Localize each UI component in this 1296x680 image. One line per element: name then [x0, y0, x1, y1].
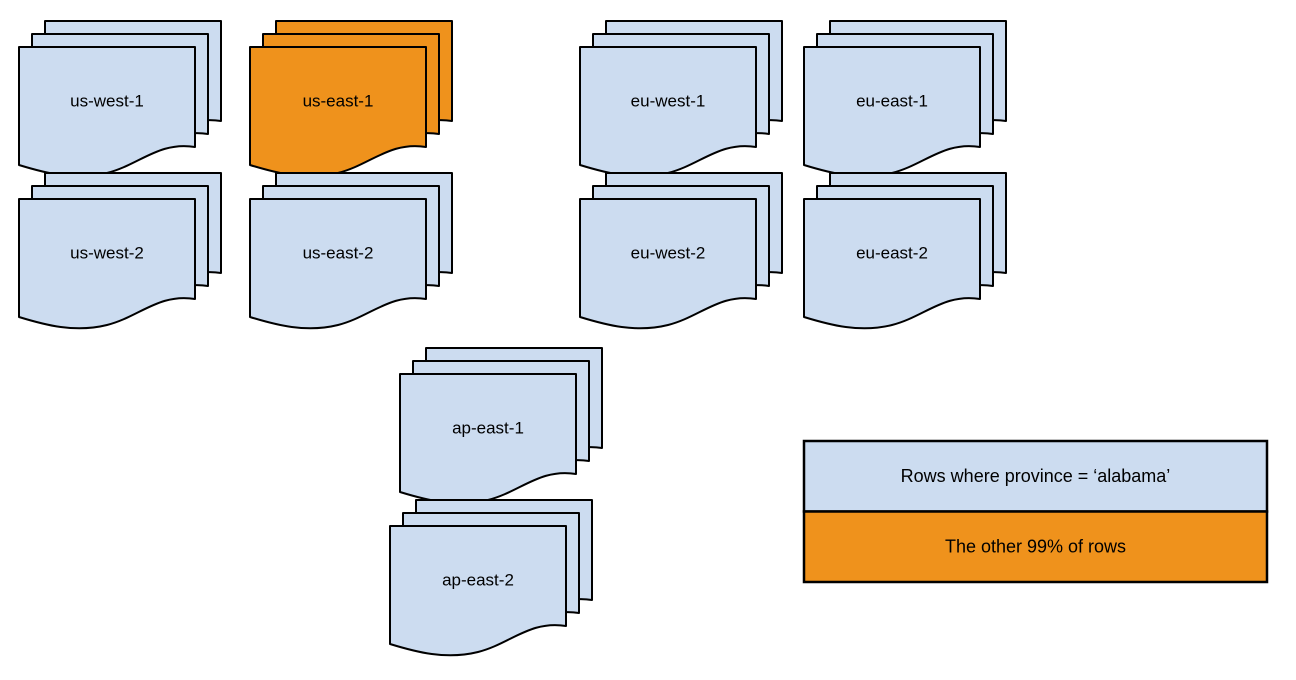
stack-label-ap-east-1: ap-east-1 — [452, 418, 524, 437]
document-page-front-us-east-1 — [249, 46, 427, 178]
legend-swatch-orange — [802, 510, 1269, 584]
document-page-front-us-west-1 — [18, 46, 196, 178]
document-stack-us-west-2[interactable]: us-west-2 — [18, 172, 222, 330]
document-page-front-ap-east-2 — [389, 525, 567, 657]
document-page-front-eu-west-1 — [579, 46, 757, 178]
document-page-front-eu-east-1 — [803, 46, 981, 178]
legend-row-orange-label: The other 99% of rows — [945, 537, 1126, 557]
stack-label-ap-east-2: ap-east-2 — [442, 570, 514, 589]
stack-label-eu-east-1: eu-east-1 — [856, 91, 928, 110]
document-page-front-eu-west-2 — [579, 198, 757, 330]
document-page-front-ap-east-1 — [399, 373, 577, 505]
document-stack-eu-west-2[interactable]: eu-west-2 — [579, 172, 783, 330]
stack-label-us-west-1: us-west-1 — [70, 91, 144, 110]
document-stack-eu-east-1[interactable]: eu-east-1 — [803, 20, 1007, 178]
region-stacks-group: us-west-1 us-east-1 eu-west-1 eu-east-1 us-w… — [18, 20, 1007, 657]
document-stack-us-west-1[interactable]: us-west-1 — [18, 20, 222, 178]
document-stack-ap-east-1[interactable]: ap-east-1 — [399, 347, 603, 505]
legend-group: Rows where province = ‘alabama’ The other… — [802, 439, 1269, 584]
document-stack-eu-east-2[interactable]: eu-east-2 — [803, 172, 1007, 330]
stack-label-us-east-2: us-east-2 — [303, 243, 374, 262]
document-page-front-eu-east-2 — [803, 198, 981, 330]
document-stack-ap-east-2[interactable]: ap-east-2 — [389, 499, 593, 657]
document-stack-us-east-2[interactable]: us-east-2 — [249, 172, 453, 330]
document-stack-eu-west-1[interactable]: eu-west-1 — [579, 20, 783, 178]
stack-label-us-west-2: us-west-2 — [70, 243, 144, 262]
stack-label-eu-east-2: eu-east-2 — [856, 243, 928, 262]
document-page-front-us-east-2 — [249, 198, 427, 330]
document-page-front-us-west-2 — [18, 198, 196, 330]
legend-row-blue-label: Rows where province = ‘alabama’ — [901, 466, 1171, 486]
legend-swatch-blue — [802, 439, 1269, 513]
document-stack-us-east-1[interactable]: us-east-1 — [249, 20, 453, 178]
stack-label-eu-west-1: eu-west-1 — [631, 91, 706, 110]
stack-label-us-east-1: us-east-1 — [303, 91, 374, 110]
stack-label-eu-west-2: eu-west-2 — [631, 243, 706, 262]
